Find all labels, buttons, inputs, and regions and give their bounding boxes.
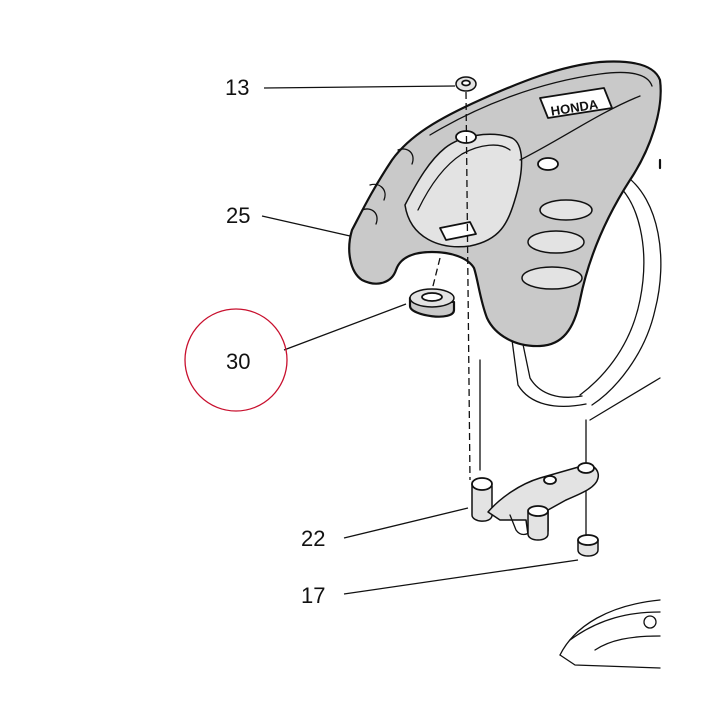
callout-labels: 13 25 30 22 17 bbox=[225, 75, 325, 608]
part-25-carrier-plate: HONDA bbox=[348, 60, 662, 348]
frame-background bbox=[511, 158, 662, 669]
part-30-grommet bbox=[408, 288, 456, 318]
callout-13: 13 bbox=[225, 75, 249, 100]
callout-17: 17 bbox=[301, 583, 325, 608]
callout-22: 22 bbox=[301, 526, 325, 551]
callout-30: 30 bbox=[226, 349, 250, 374]
part-22-bracket bbox=[471, 462, 600, 541]
part-13-washer bbox=[455, 76, 477, 92]
leader-lines bbox=[261, 85, 579, 595]
highlight-circle bbox=[184, 308, 288, 412]
callout-25: 25 bbox=[226, 203, 250, 228]
part-17-nut bbox=[577, 534, 599, 557]
logo-text: HONDA bbox=[550, 96, 600, 118]
